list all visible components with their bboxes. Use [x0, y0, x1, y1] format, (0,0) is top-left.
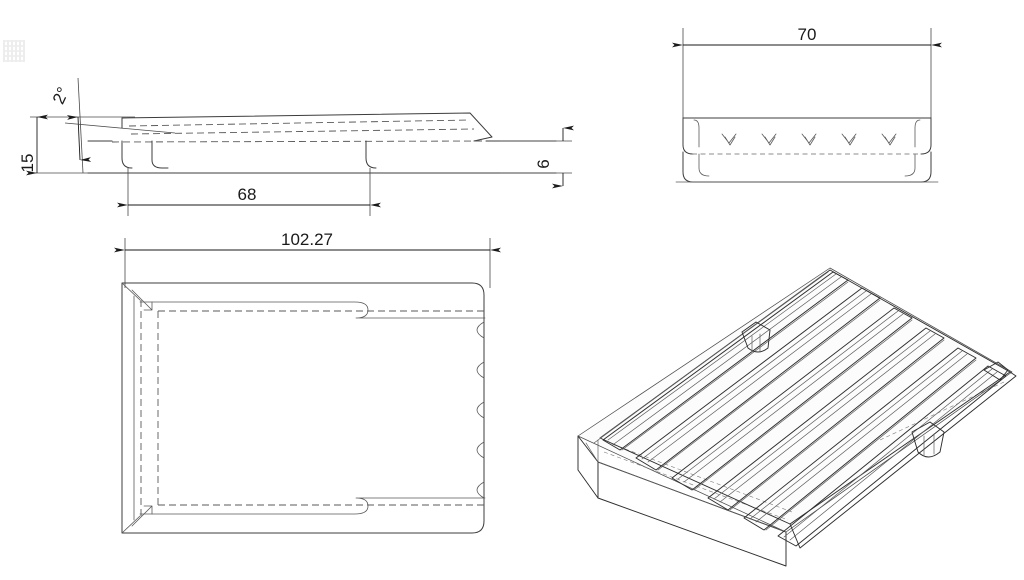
plan-notch-4: [476, 441, 485, 459]
iso-boss-lower: [911, 421, 945, 458]
plan-inner-bottom-edge: [139, 497, 486, 515]
iso-base-hidden-1: [603, 451, 789, 521]
iso-rib-2: [635, 287, 881, 471]
plan-chamfer-top-left: [121, 282, 141, 301]
side-foot-left-inner: [151, 140, 169, 169]
side-hidden-taper-1: [128, 119, 471, 127]
plan-corner-leader-bottom: [131, 505, 153, 527]
iso-right-endcap: [789, 371, 1017, 549]
side-hidden-base-plane: [111, 140, 487, 143]
iso-tab-right: [983, 361, 1009, 381]
front-notch-2: [761, 133, 777, 146]
plan-chamfer-bottom-left: [121, 515, 141, 534]
angle-taper-line: [64, 122, 176, 134]
front-left-wall: [682, 117, 694, 155]
dim-label-10227: 102.27: [281, 230, 333, 249]
side-elevation-view: 15 2° 68 6: [18, 77, 574, 216]
iso-boss-upper: [741, 321, 771, 353]
iso-rib-4: [707, 327, 945, 511]
dim-label-6: 6: [534, 159, 553, 168]
iso-base-rim-front: [597, 461, 787, 533]
iso-base-top-face: [577, 267, 1013, 533]
front-notch-group: [721, 133, 897, 146]
dim-line-2deg: [66, 115, 92, 162]
plan-notch-3: [476, 401, 485, 419]
dim-label-68: 68: [238, 185, 257, 204]
front-foot-left-inner: [693, 119, 700, 148]
iso-valley-4: [729, 339, 945, 511]
plan-outer-outline: [121, 282, 485, 534]
plan-notch-1: [476, 321, 485, 339]
plan-inner-top-edge: [139, 301, 486, 319]
front-base-slab: [682, 151, 932, 183]
isometric-view: [577, 267, 1017, 567]
iso-boss-lower-detail: [923, 433, 935, 457]
dim-label-15: 15: [18, 154, 37, 173]
plan-top-view: 102.27: [114, 230, 501, 534]
iso-valley-5: [765, 359, 977, 531]
plan-notch-2: [476, 361, 485, 379]
iso-rib-6: [777, 365, 1007, 547]
front-right-wall: [920, 117, 932, 155]
side-hidden-taper-2: [130, 128, 475, 135]
plan-corner-leader-top: [131, 289, 153, 311]
front-notch-1: [721, 133, 737, 146]
front-foot-right-inner: [914, 119, 921, 148]
plan-notch-group: [476, 321, 485, 499]
side-top-edge: [121, 112, 493, 142]
iso-base-left-face: [577, 435, 599, 499]
side-foot-left-outer: [121, 140, 133, 169]
iso-rib-1: [602, 271, 849, 451]
front-notch-3: [801, 133, 817, 146]
front-foot-right-lower: [904, 153, 916, 177]
iso-valley-2: [657, 299, 881, 471]
iso-base-hidden-3: [879, 381, 1005, 441]
dim-label-2deg: 2°: [49, 84, 73, 107]
iso-valley-3: [693, 319, 913, 491]
front-notch-4: [841, 133, 857, 146]
iso-rib-5: [743, 347, 977, 531]
front-foot-left-lower: [698, 153, 710, 177]
plan-notch-5: [476, 481, 485, 499]
side-foot-mid: [365, 140, 377, 169]
front-elevation-view: 70: [672, 25, 942, 183]
dim-label-70: 70: [798, 25, 817, 44]
front-notch-5: [881, 133, 897, 146]
iso-deck-left-edge-offset: [593, 273, 825, 444]
iso-base-corner-line: [585, 442, 599, 463]
iso-rib-3: [671, 307, 913, 491]
iso-boss-upper-detail: [751, 333, 761, 353]
iso-valley-1: [621, 281, 849, 451]
